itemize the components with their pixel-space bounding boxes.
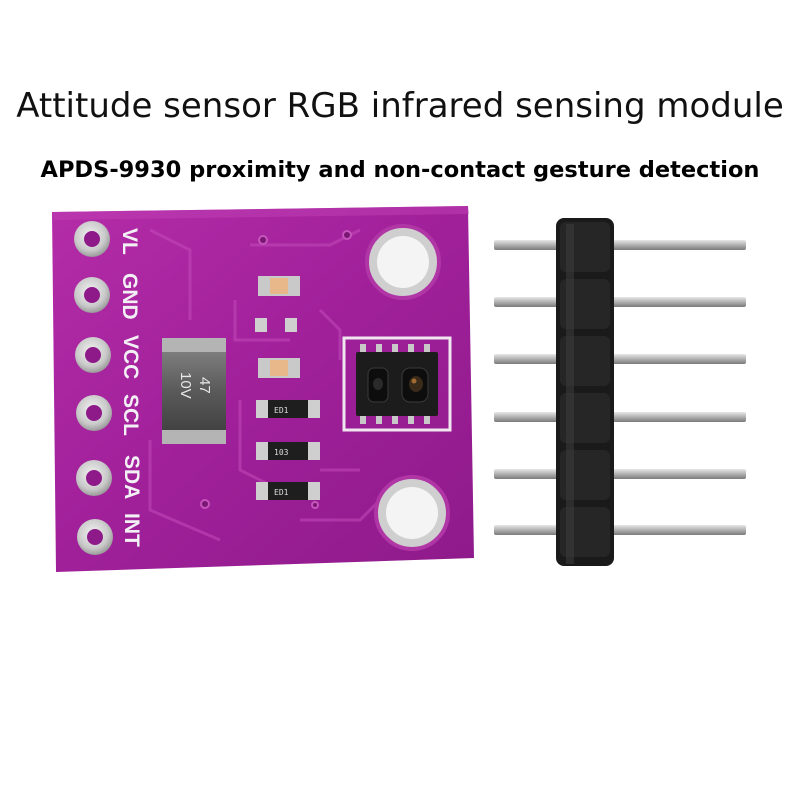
pin-label-vcc: VCC [119,335,142,379]
pin-pad-vl [74,221,110,257]
pin-label-vl: VL [118,228,141,255]
resistor-marking-1: ED1 [274,406,289,415]
smd-components: ED1 103 ED1 [255,276,320,500]
apds-sensor-chip [342,336,452,432]
page-title: Attitude sensor RGB infrared sensing mod… [16,86,784,126]
pcb-board [52,206,474,572]
pin-pad-sda [76,460,112,496]
pin-label-sda: SDA [120,455,143,499]
pin-label-scl: SCL [119,394,142,436]
resistor-marking-2: 103 [274,448,289,457]
pin-labels: VL GND VCC SCL SDA INT [118,228,143,547]
pin-pad-scl [76,395,112,431]
header-plastic [556,218,614,566]
resistor-marking-3: ED1 [274,488,289,497]
header-pins [494,240,746,535]
pin-header [494,218,746,566]
pin-pads [74,221,113,555]
pin-pad-vcc [75,337,111,373]
page-subtitle: APDS-9930 proximity and non-contact gest… [40,157,760,183]
capacitor-marking-voltage: 10V [177,372,194,399]
capacitor-marking-value: 47 [196,377,213,394]
pin-label-gnd: GND [118,273,141,320]
pin-label-int: INT [120,513,143,547]
tantalum-capacitor: 47 10V [162,338,226,444]
pin-pad-gnd [74,277,110,313]
pin-pad-int [77,519,113,555]
mounting-holes [365,224,450,551]
